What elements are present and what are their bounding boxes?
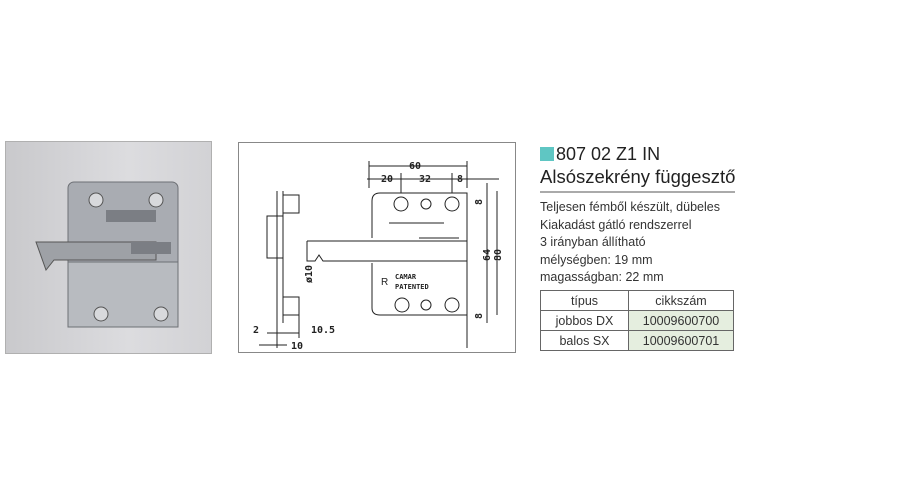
product-description: Teljesen fémből készült, dübeles Kiakadá… [540, 199, 740, 287]
mark-r: R [381, 277, 388, 288]
product-name: Alsószekrény függesztő [540, 165, 735, 193]
product-code: 807 02 Z1 IN [556, 144, 661, 164]
product-photo [5, 141, 212, 354]
dim-8-top: 8 [457, 174, 463, 185]
dim-diameter-10: ø10 [304, 265, 315, 283]
product-info: 807 02 Z1 IN Alsószekrény függesztő Telj… [540, 143, 740, 287]
dim-60: 60 [409, 161, 421, 172]
dim-10-5: 10.5 [311, 325, 335, 336]
dim-80: 80 [493, 249, 504, 261]
desc-line: mélységben: 19 mm [540, 252, 653, 267]
desc-line: Kiakadást gátló rendszerrel [540, 217, 692, 232]
dim-64: 64 [482, 249, 493, 261]
dim-8-right-top: 8 [474, 199, 485, 205]
technical-drawing: 60 20 32 8 8 64 80 8 ø10 2 10.5 10 R CAM… [238, 142, 516, 353]
cell-article-number: 10009600701 [628, 330, 734, 351]
cell-type: jobbos DX [540, 310, 629, 331]
accent-square [540, 147, 554, 161]
desc-line: 3 irányban állítható [540, 235, 646, 250]
header-type: típus [540, 290, 629, 311]
cell-type: balos SX [540, 330, 629, 351]
header-article-number: cikkszám [628, 290, 734, 311]
dim-32: 32 [419, 174, 431, 185]
dim-10: 10 [291, 341, 303, 352]
desc-line: Teljesen fémből készült, dübeles [540, 200, 720, 214]
cell-article-number: 10009600700 [628, 310, 734, 331]
dim-8-right-bottom: 8 [474, 313, 485, 319]
brand-label: CAMAR [395, 273, 417, 281]
dim-20: 20 [381, 174, 393, 185]
dim-2: 2 [253, 325, 259, 336]
desc-line: magasságban: 22 mm [540, 270, 664, 285]
patented-label: PATENTED [395, 283, 429, 291]
